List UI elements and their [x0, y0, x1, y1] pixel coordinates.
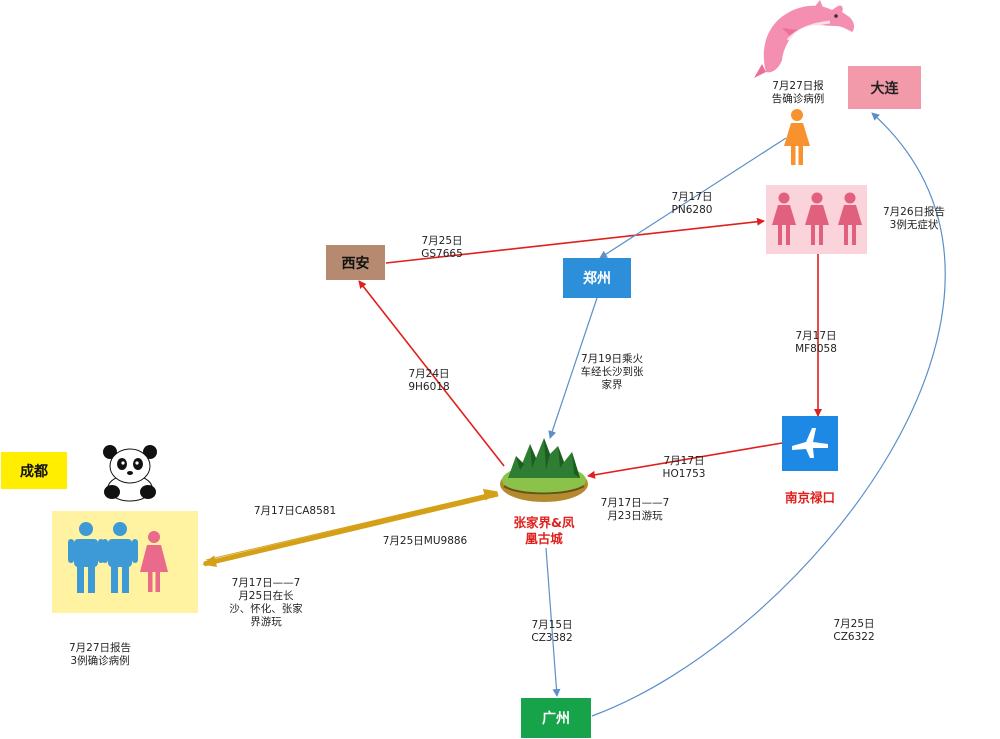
label-gs7665: 7月25日 GS7665 — [421, 235, 463, 260]
label-mu9886: 7月25日MU9886 — [382, 535, 468, 547]
panda-icon — [103, 445, 157, 502]
label-train: 7月19日乘火 车经长沙到张 家界 — [580, 353, 644, 391]
node-dalian: 大连 — [848, 66, 921, 109]
node-chengdu: 成都 — [1, 452, 67, 489]
label-report-cd: 7月27日报告 3例确诊病例 — [68, 642, 132, 667]
female-person-icon — [784, 109, 810, 165]
label-h6018: 7月24日 9H6018 — [408, 368, 450, 393]
label-tour-cd: 7月17日——7 月25日在长 沙、怀化、张家 界游玩 — [229, 577, 303, 628]
three-women-icon — [772, 192, 862, 245]
node-xian: 西安 — [326, 245, 385, 280]
arrow-xian-to-group — [385, 217, 765, 264]
node-nanjing: 南京禄口 — [784, 490, 835, 505]
label-ho1753: 7月17日 HO1753 — [662, 455, 706, 480]
label-cz3382: 7月15日 CZ3382 — [531, 619, 573, 644]
arrow-chengdu-to-zjj — [205, 488, 498, 561]
arrow-zjj-to-chengdu — [202, 491, 499, 568]
female-person-icon — [140, 531, 168, 592]
arrow-zjj-to-guangzhou — [545, 547, 561, 697]
dolphin-icon — [754, 0, 855, 78]
label-cz6322: 7月25日 CZ6322 — [833, 618, 875, 643]
arrow-guangzhou-to-dalian — [591, 112, 946, 717]
arrow-nanjing-to-zjj — [587, 442, 783, 479]
node-zhengzhou: 郑州 — [563, 258, 631, 298]
male-person-icon — [68, 522, 104, 593]
mountain-island-icon — [500, 438, 588, 502]
label-pn6280: 7月17日 PN6280 — [671, 191, 713, 216]
arrow-zjj-to-xian — [358, 280, 505, 467]
arrow-zhengzhou-to-zjj — [548, 297, 598, 439]
male-person-icon — [102, 522, 138, 593]
node-guangzhou: 广州 — [521, 698, 591, 738]
label-ca8581: 7月17日CA8581 — [253, 505, 337, 517]
label-dalian-report: 7月27日报 告确诊病例 — [771, 80, 825, 105]
label-tour-zjj: 7月17日——7 月23日游玩 — [600, 497, 670, 522]
label-mf8058: 7月17日 MF8058 — [795, 330, 837, 355]
airplane-icon — [792, 427, 828, 458]
arrow-woman-to-zhengzhou — [599, 137, 787, 259]
airport-box — [782, 416, 838, 471]
label-report-3-asym: 7月26日报告 3例无症状 — [882, 206, 946, 231]
node-zhangjiajie: 张家界&凤 凰古城 — [513, 515, 575, 546]
